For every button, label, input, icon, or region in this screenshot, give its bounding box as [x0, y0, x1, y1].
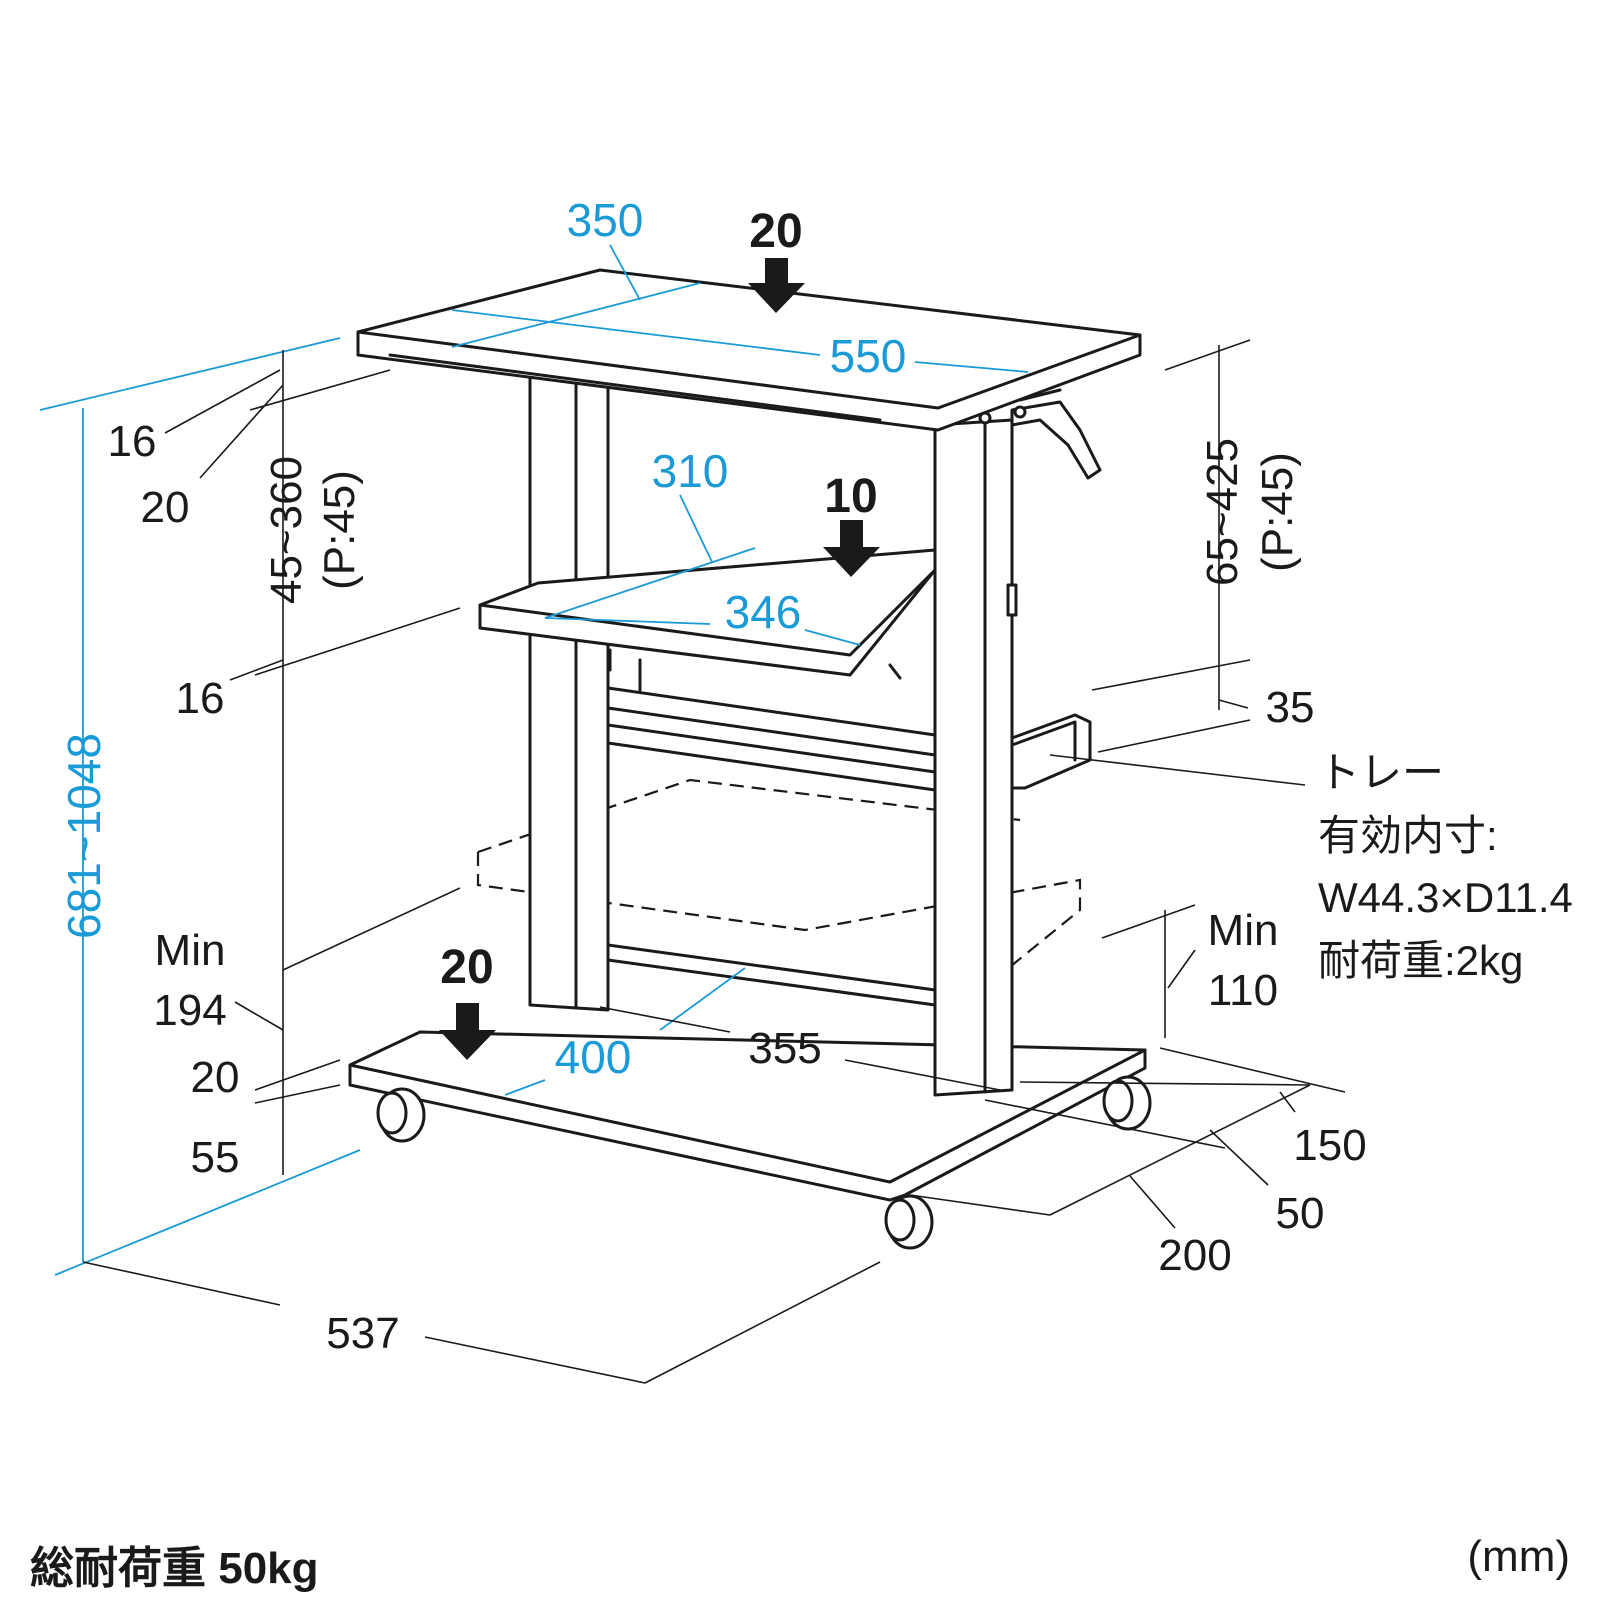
load-middle: 10: [824, 470, 877, 523]
dim-min-left-value: 194: [153, 986, 226, 1035]
cross-bar-bottom: [606, 943, 937, 1007]
dim-overall-width: 537: [326, 1309, 399, 1358]
dim-leg-width: 50: [1276, 1189, 1325, 1238]
dim-inner-width: 355: [748, 1024, 821, 1073]
top-shelf: [356, 268, 1142, 432]
dim-bottom-depth: 400: [555, 1031, 632, 1083]
dim-top-range: 65~425: [1198, 438, 1247, 586]
caster-front-right: [884, 1194, 934, 1250]
tray-name: トレー: [1318, 749, 1444, 796]
unit-label: (mm): [1467, 1532, 1570, 1581]
caster-rear-right: [1102, 1075, 1152, 1131]
dim-top-pitch: (P:45): [1253, 452, 1302, 572]
tray-inner-label: 有効内寸:: [1318, 812, 1498, 859]
load-arrow-top-icon: [748, 258, 805, 313]
dim-middle-thickness: 16: [176, 674, 225, 723]
side-tray: [1010, 713, 1092, 790]
front-leg: [933, 418, 1014, 1097]
dim-top-thickness: 16: [108, 417, 157, 466]
dimension-lines: [39, 244, 1346, 1384]
dim-total-height: 681~1048: [58, 733, 110, 939]
dim-base-depth: 200: [1158, 1231, 1231, 1280]
dim-middle-depth: 310: [652, 445, 729, 497]
dim-middle-range: 45~360: [262, 456, 311, 604]
load-arrow-bottom-icon: [439, 1003, 496, 1060]
dim-tray-depth: 35: [1266, 683, 1315, 732]
load-bottom: 20: [440, 941, 493, 994]
dim-top-depth: 350: [567, 194, 644, 246]
dim-top-width: 550: [830, 330, 907, 382]
caster-front-left: [376, 1087, 426, 1143]
cart-drawing: [348, 258, 1152, 1250]
dim-top-frame: 20: [141, 483, 190, 532]
rear-leg-left: [528, 373, 610, 1012]
load-arrow-middle-icon: [823, 520, 880, 577]
load-top: 20: [749, 205, 802, 258]
total-load-label: 総耐荷重 50kg: [30, 1544, 319, 1593]
dim-middle-pitch: (P:45): [315, 470, 364, 590]
dim-leg-offset: 150: [1293, 1121, 1366, 1170]
height-crank-handle: [1010, 400, 1102, 480]
tray-inner-size: W44.3×D11.4: [1318, 874, 1573, 921]
tray-spec-note: トレー 有効内寸: W44.3×D11.4 耐荷重:2kg: [1318, 749, 1573, 984]
dim-base-thickness: 20: [191, 1053, 240, 1102]
dim-caster-height: 55: [191, 1133, 240, 1182]
tray-load: 耐荷重:2kg: [1318, 937, 1523, 984]
dim-middle-width: 346: [725, 586, 802, 638]
dim-min-right-label: Min: [1208, 906, 1279, 955]
dim-min-left-label: Min: [155, 926, 226, 975]
dim-min-right-value: 110: [1208, 966, 1278, 1015]
